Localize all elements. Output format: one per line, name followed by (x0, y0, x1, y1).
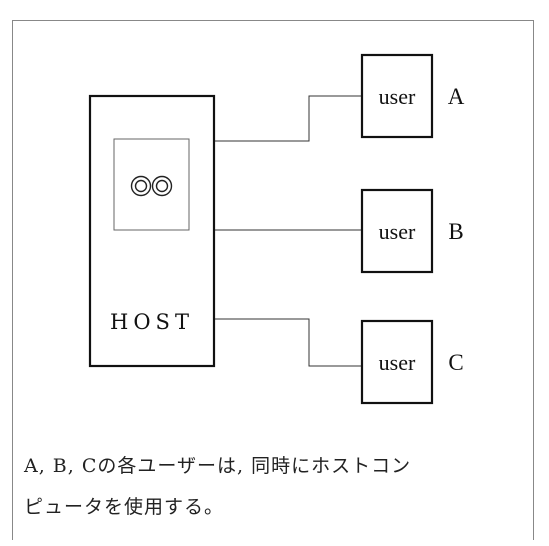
user-letter-b: B (448, 219, 463, 244)
user-box-a (360, 53, 434, 139)
double-ring-icon (130, 175, 173, 197)
host-user-diagram: HOST user A user B user C (88, 53, 465, 405)
user-terminal-b: user B (360, 188, 464, 274)
host-panel (113, 138, 190, 231)
user-terminal-c: user C (360, 319, 464, 405)
user-box-c (360, 319, 434, 405)
user-label-c: user (379, 350, 416, 375)
figure-frame (12, 20, 534, 540)
user-label-b: user (379, 219, 416, 244)
connection-line-c (214, 318, 362, 367)
caption-line-1: A, B, Cの各ユーザーは, 同時にホストコン (24, 455, 412, 477)
figure-caption: A, B, Cの各ユーザーは, 同時にホストコン ピュータを使用する。 (24, 446, 524, 528)
user-letter-a: A (448, 84, 465, 109)
user-letter-c: C (448, 350, 463, 375)
user-label-a: user (379, 84, 416, 109)
connection-line-a (214, 95, 362, 142)
user-box-b (360, 188, 434, 274)
host-label: HOST (110, 310, 194, 334)
caption-line-2: ピュータを使用する。 (24, 496, 225, 518)
user-terminal-a: user A (360, 53, 465, 139)
host-computer: HOST (88, 94, 216, 368)
